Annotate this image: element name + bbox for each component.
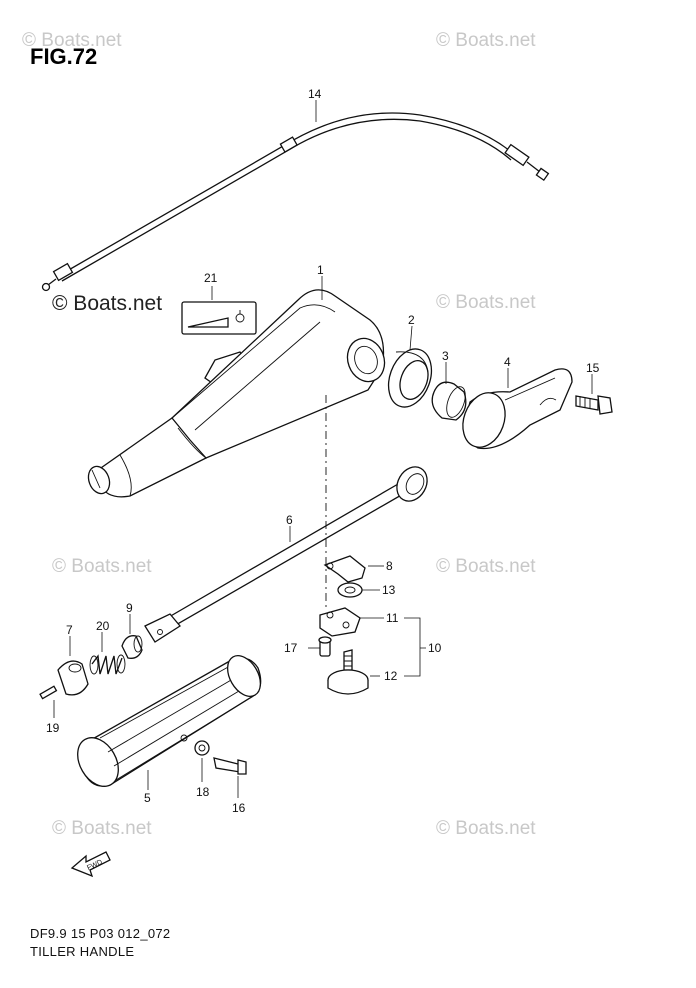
- tiller-handle-body: [87, 289, 386, 498]
- diagram-subtitle: TILLER HANDLE: [30, 944, 135, 959]
- callout-19: 19: [46, 721, 60, 735]
- watermark: © Boats.net: [436, 556, 536, 577]
- grip-screw: [213, 757, 247, 775]
- fwd-arrow-icon: FWD: [70, 851, 111, 878]
- callout-8: 8: [386, 559, 393, 573]
- clip-plate: [323, 555, 366, 583]
- small-screw: [318, 636, 332, 657]
- figure-title: FIG.72: [30, 44, 98, 69]
- callout-6: 6: [286, 513, 293, 527]
- washer: [337, 582, 363, 598]
- throttle-shaft: [144, 466, 428, 643]
- callout-5: 5: [144, 791, 151, 805]
- callout-17: 17: [284, 641, 298, 655]
- callout-20: 20: [96, 619, 110, 633]
- callout-16: 16: [232, 801, 246, 815]
- callout-10: 10: [428, 641, 442, 655]
- watermark: © Boats.net: [52, 818, 152, 839]
- callout-3: 3: [442, 349, 449, 363]
- sleeve: [121, 635, 143, 659]
- collar: [431, 381, 467, 421]
- watermark: © Boats.net: [436, 30, 536, 51]
- watermark: © Boats.net: [436, 292, 536, 313]
- watermark: © Boats.net: [22, 30, 122, 51]
- callout-12: 12: [384, 669, 398, 683]
- callout-numbers: 1 2 3 4 5 6 7 8 9 10 11 12 13 14 15 16 1…: [46, 87, 600, 815]
- bracket: [319, 607, 361, 637]
- grip-end-cap: [57, 660, 89, 696]
- callout-1: 1: [317, 263, 324, 277]
- callout-4: 4: [504, 355, 511, 369]
- leader-lines: [53, 100, 593, 798]
- watermark-strong: © Boats.net: [52, 292, 163, 315]
- callout-7: 7: [66, 623, 73, 637]
- bushing-ring: [387, 348, 433, 408]
- throttle-grip: [77, 655, 262, 787]
- callout-15: 15: [586, 361, 600, 375]
- callout-9: 9: [126, 601, 133, 615]
- callout-11: 11: [386, 611, 399, 625]
- callout-18: 18: [196, 785, 210, 799]
- pin: [39, 685, 58, 700]
- grip-housing: [462, 368, 573, 450]
- watermark: © Boats.net: [52, 556, 152, 577]
- spring: [89, 654, 126, 675]
- lock-washer: [194, 740, 210, 756]
- callout-2: 2: [408, 313, 415, 327]
- throttle-decal: [181, 301, 257, 335]
- bolt: [575, 395, 613, 415]
- callout-13: 13: [382, 583, 396, 597]
- friction-knob: [327, 649, 369, 695]
- watermark: © Boats.net: [436, 818, 536, 839]
- callout-21: 21: [204, 271, 218, 285]
- callout-14: 14: [308, 87, 322, 101]
- throttle-cable: [41, 112, 550, 292]
- diagram-code: DF9.9 15 P03 012_072: [30, 926, 171, 941]
